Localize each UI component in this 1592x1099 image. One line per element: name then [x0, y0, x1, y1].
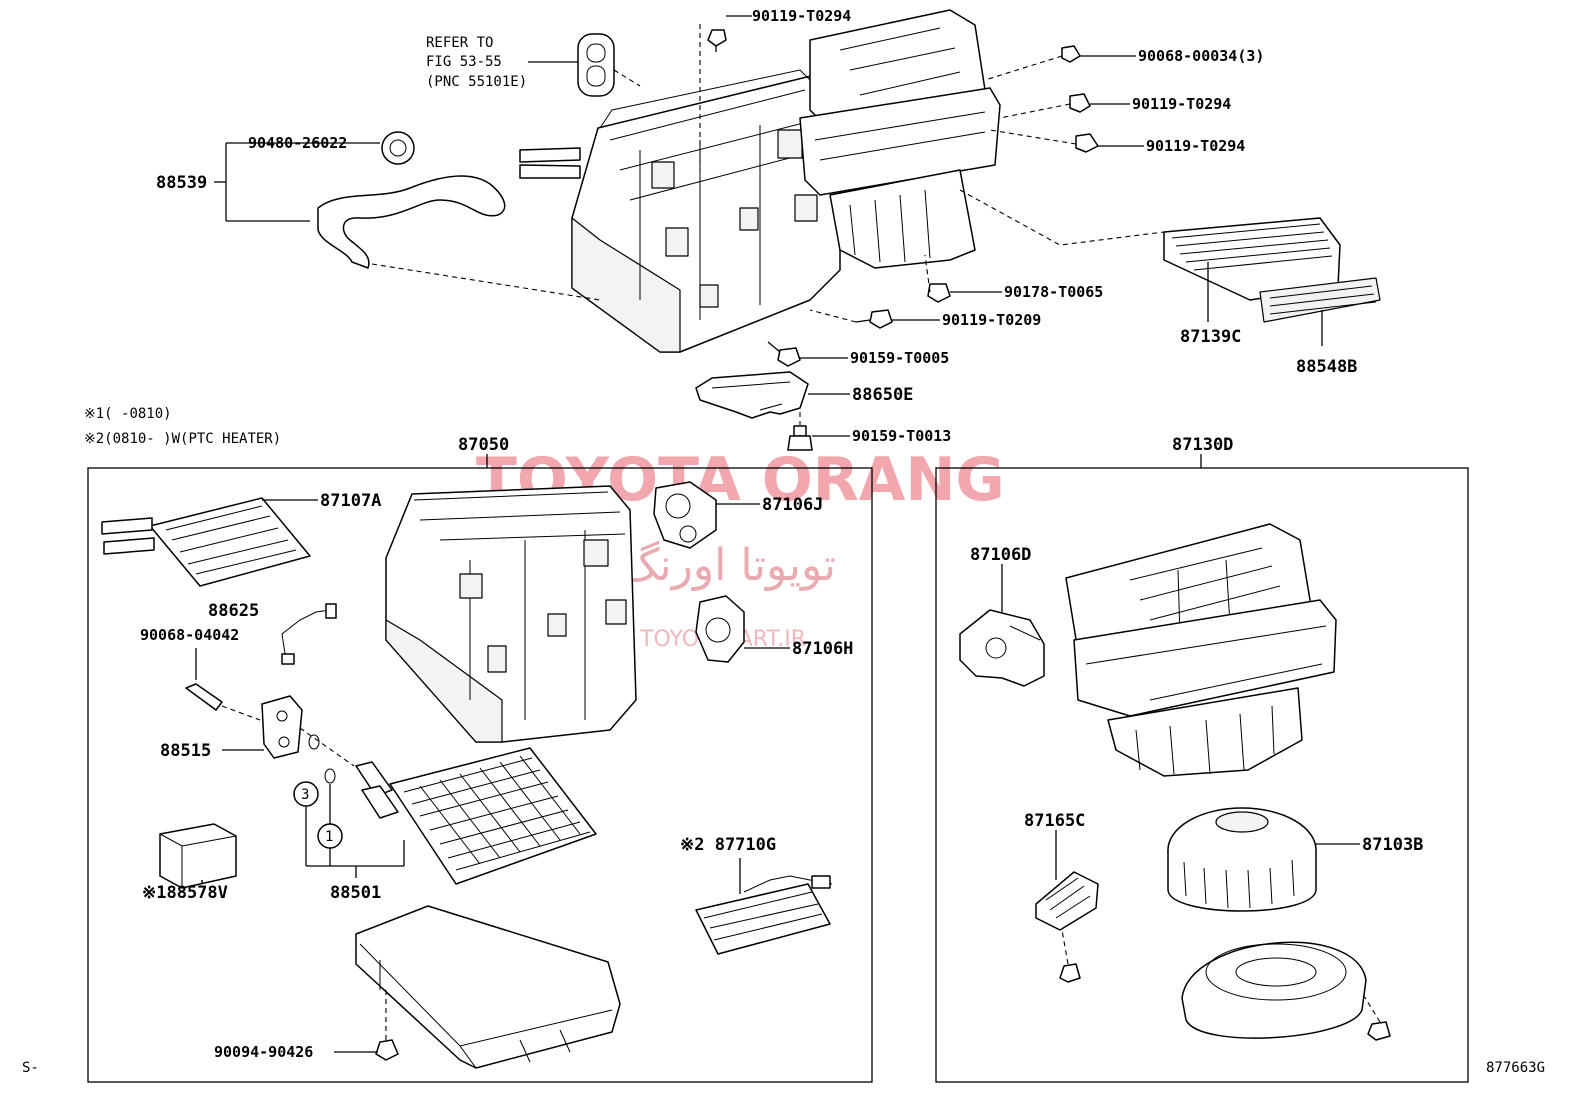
- evaporator: [355, 747, 597, 885]
- refer-line-2: FIG 53-55: [426, 54, 502, 70]
- footnote-1: ※1( -0810): [84, 406, 172, 422]
- label-88501: 88501: [330, 883, 381, 903]
- screw-icon: [767, 341, 801, 367]
- lower-cover: [355, 905, 621, 1069]
- screw-icon: [1069, 93, 1091, 113]
- hvac-case-87050: [385, 485, 637, 743]
- refer-line-1: REFER TO: [426, 35, 493, 51]
- screw-icon: [707, 29, 727, 52]
- bolt-icon: [185, 683, 223, 711]
- damper-servo-87106h: [695, 595, 745, 663]
- label-87103b: 87103B: [1362, 835, 1423, 855]
- label-90178-t0065: 90178-T0065: [1004, 283, 1103, 301]
- watermark-persian: تویوتا اورنگ: [620, 540, 836, 591]
- figure-code: 877663G: [1486, 1060, 1545, 1076]
- label-90068-00034: 90068-00034(3): [1138, 47, 1264, 65]
- cabin-filter: [1163, 217, 1381, 323]
- label-87106j: 87106J: [762, 495, 823, 515]
- label-87710g: ※2 87710G: [680, 835, 776, 855]
- label-90119-t0209: 90119-T0209: [942, 311, 1041, 329]
- group-box-87050: [87, 467, 873, 1083]
- label-88625: 88625: [208, 601, 259, 621]
- damper-servo-87106d: [959, 609, 1045, 687]
- bracket-88650e: [695, 371, 809, 419]
- screw-icon: [1061, 45, 1081, 63]
- refer-line-3: (PNC 55101E): [426, 74, 527, 90]
- label-88515: 88515: [160, 741, 211, 761]
- o-ring-icon: [308, 734, 320, 750]
- label-90119-t0294-b: 90119-T0294: [1146, 137, 1245, 155]
- label-87130d: 87130D: [1172, 435, 1233, 455]
- callout-1: [317, 823, 343, 849]
- expansion-valve: [261, 695, 303, 759]
- heater-core: [101, 497, 311, 587]
- callout-3: [293, 781, 319, 807]
- screw-icon: [855, 309, 893, 329]
- label-87106h: 87106H: [792, 639, 853, 659]
- label-87107a: 87107A: [320, 491, 381, 511]
- blower-resistor: [1035, 871, 1099, 931]
- hvac-assembly-top: [519, 9, 1001, 353]
- group-box-87130d: [935, 467, 1469, 1083]
- screw-icon: [1367, 1021, 1391, 1041]
- blower-lower-housing: [1181, 941, 1367, 1039]
- drain-hose: [317, 131, 506, 269]
- screw-icon: [1075, 133, 1099, 153]
- label-88578v: ※188578V: [142, 883, 228, 903]
- blower-motor: [1167, 807, 1317, 912]
- label-88548b: 88548B: [1296, 357, 1357, 377]
- seal-refer: [577, 33, 641, 97]
- o-ring-icon: [324, 768, 336, 784]
- screw-icon: [375, 1039, 399, 1061]
- label-90480-26022: 90480-26022: [248, 134, 347, 152]
- thermistor-88625: [281, 603, 337, 665]
- sensor-block-88578v: [159, 823, 237, 889]
- label-90068-04042: 90068-04042: [140, 626, 239, 644]
- label-90159-t0005: 90159-T0005: [850, 349, 949, 367]
- screw-icon: [787, 425, 813, 451]
- label-87050: 87050: [458, 435, 509, 455]
- label-88539: 88539: [156, 173, 207, 193]
- label-90159-t0013: 90159-T0013: [852, 427, 951, 445]
- footnote-2: ※2(0810- )W(PTC HEATER): [84, 431, 281, 447]
- label-87106d: 87106D: [970, 545, 1031, 565]
- label-88650e: 88650E: [852, 385, 913, 405]
- callout-1-text: 1: [325, 829, 333, 845]
- label-90094-90426: 90094-90426: [214, 1043, 313, 1061]
- label-87139c: 87139C: [1180, 327, 1241, 347]
- screw-icon: [1059, 963, 1081, 983]
- label-90119-t0294-top: 90119-T0294: [752, 7, 851, 25]
- label-90119-t0294-a: 90119-T0294: [1132, 95, 1231, 113]
- ptc-heater: [695, 875, 833, 955]
- footer-left: S-: [22, 1060, 39, 1076]
- damper-servo-87106j: [653, 481, 717, 549]
- screw-icon: [927, 283, 951, 303]
- label-87165c: 87165C: [1024, 811, 1085, 831]
- blower-case: [1065, 523, 1337, 777]
- callout-3-text: 3: [301, 787, 309, 803]
